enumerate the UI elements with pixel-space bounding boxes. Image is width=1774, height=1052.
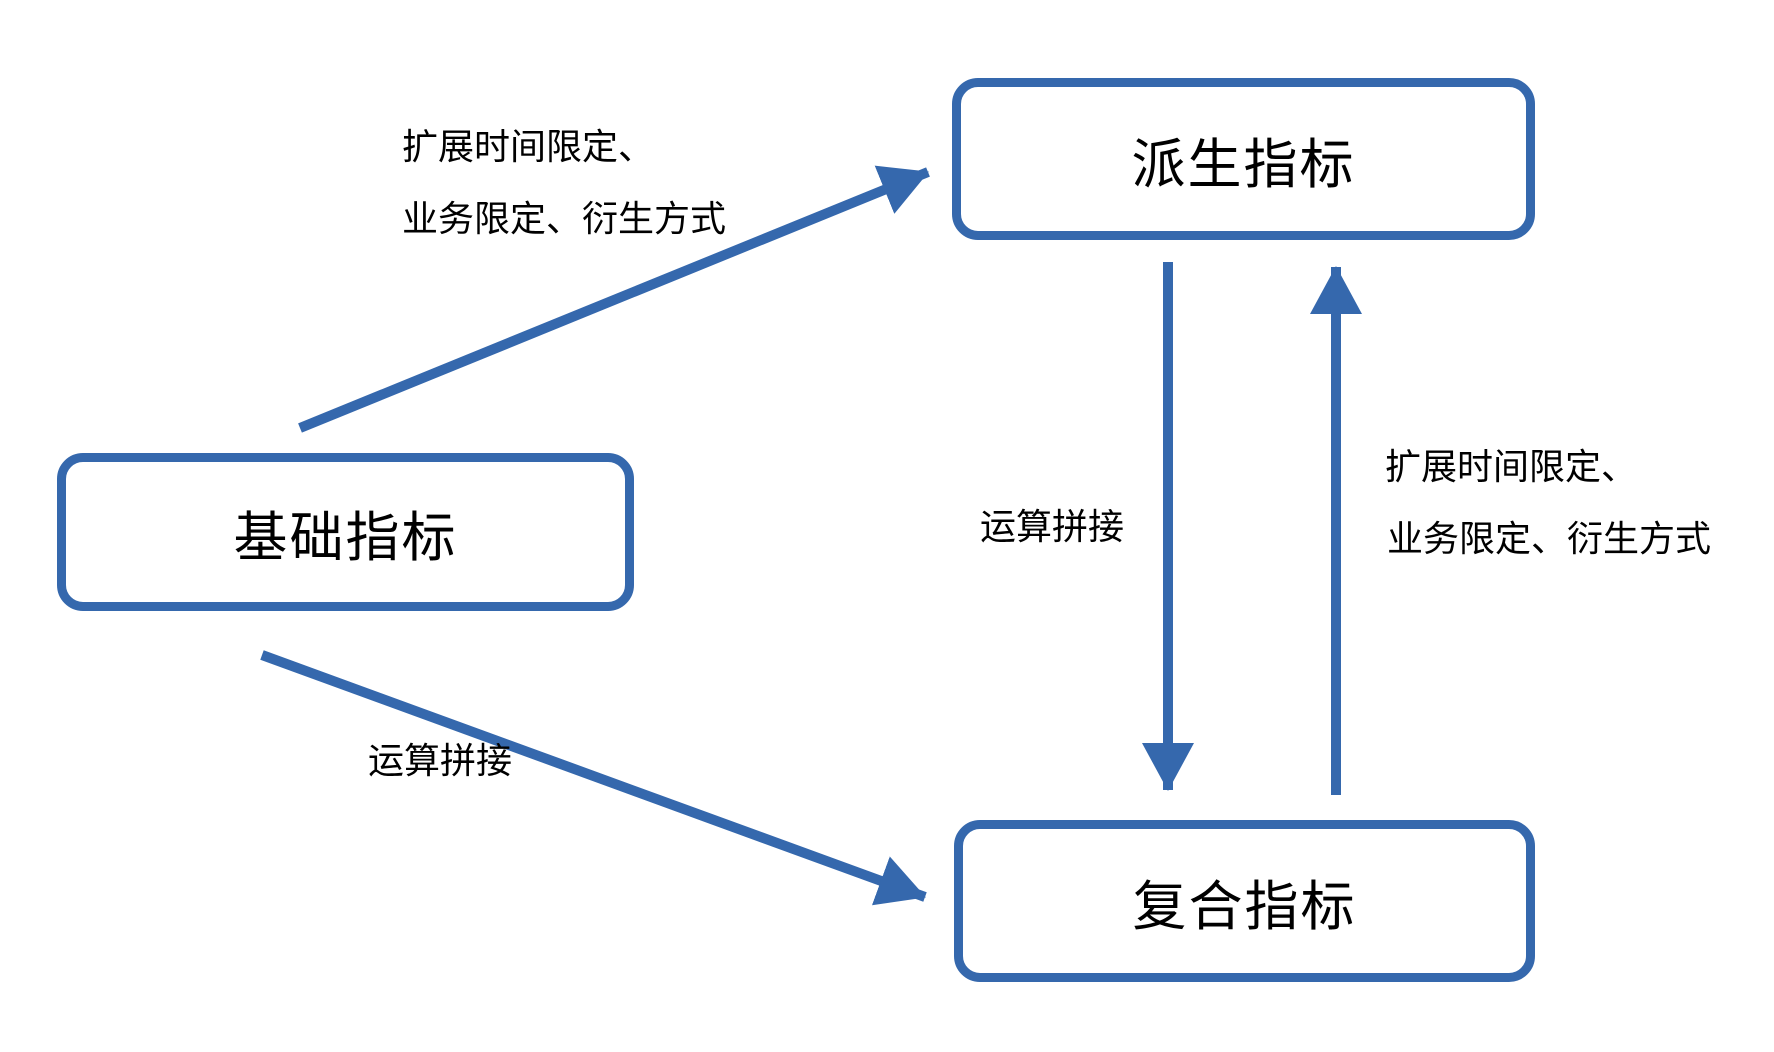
edge-label-composite-to-derived-line2: 业务限定、衍生方式 bbox=[1387, 519, 1712, 560]
edge-label-base-to-derived-line2: 业务限定、衍生方式 bbox=[402, 199, 727, 240]
node-composite-indicator: 复合指标 bbox=[954, 820, 1535, 982]
node-base-indicator-label: 基础指标 bbox=[233, 505, 458, 569]
node-derived-indicator: 派生指标 bbox=[952, 78, 1535, 240]
node-base-indicator: 基础指标 bbox=[57, 453, 634, 611]
arrow-base-to-composite bbox=[260, 650, 927, 906]
arrow-base-to-derived bbox=[298, 165, 930, 433]
edge-label-composite-to-derived-line1: 扩展时间限定、 bbox=[1385, 447, 1638, 488]
node-composite-indicator-label: 复合指标 bbox=[1132, 874, 1357, 938]
edge-label-base-to-composite: 运算拼接 bbox=[368, 741, 513, 782]
edge-label-base-to-derived-line1: 扩展时间限定、 bbox=[402, 127, 655, 168]
node-derived-indicator-label: 派生指标 bbox=[1131, 132, 1356, 196]
edge-label-derived-to-composite: 运算拼接 bbox=[980, 507, 1125, 548]
